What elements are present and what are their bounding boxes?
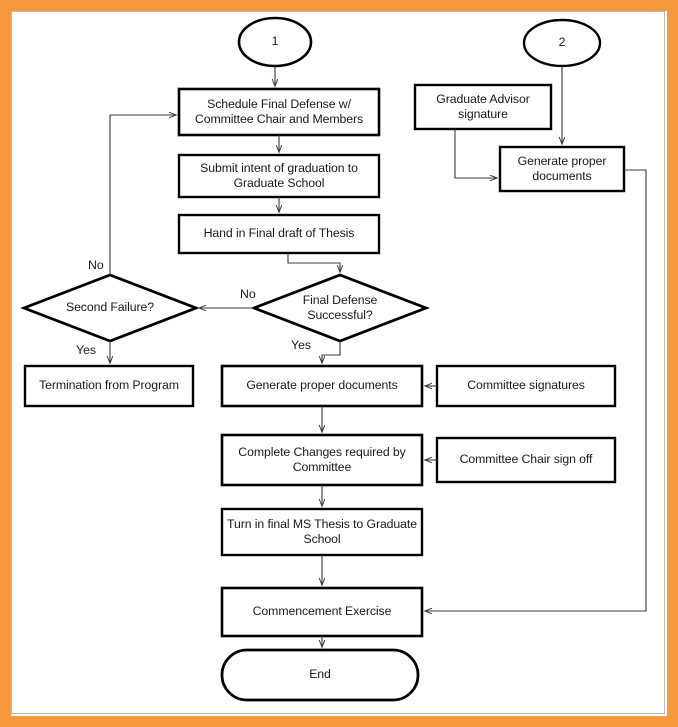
- node-turn-in-thesis: [220, 507, 424, 557]
- edge-label-no-between-diamonds: No: [240, 287, 256, 301]
- edge-label-yes-termination: Yes: [76, 343, 97, 357]
- node-hand-in-draft: [177, 213, 381, 255]
- edge-generate-docs-top-to-commencement: [425, 169, 647, 611]
- node-complete-changes: [220, 433, 424, 487]
- page-border-top: [0, 0, 678, 11]
- node-committee-signatures: [435, 364, 617, 408]
- node-connector-1: [237, 16, 313, 68]
- node-second-failure: [20, 273, 200, 343]
- page-border-bottom: [0, 716, 678, 727]
- node-grad-advisor-signature: [413, 83, 553, 131]
- node-termination: [23, 364, 195, 408]
- edge-second-failure-no-to-schedule: [109, 115, 176, 275]
- edge-final-defense-yes-to-generate-docs: [322, 341, 341, 363]
- page-border-right: [667, 0, 678, 727]
- edge-label-yes-generate-docs: Yes: [291, 338, 312, 352]
- node-chair-sign-off: [435, 436, 617, 484]
- node-generate-docs-top: [498, 145, 626, 193]
- edge-handin-to-final-defense: [287, 253, 340, 272]
- node-schedule-defense: [177, 87, 381, 137]
- edge-advisor-to-generate-docs-top: [454, 129, 497, 178]
- node-generate-docs-main: [220, 364, 424, 408]
- node-end: [220, 648, 420, 702]
- page-border-left: [0, 0, 11, 727]
- node-commencement: [220, 586, 424, 638]
- node-connector-2: [522, 18, 602, 68]
- edge-label-no-second-failure: No: [88, 258, 104, 272]
- node-final-defense: [250, 273, 430, 343]
- node-submit-intent: [177, 153, 381, 199]
